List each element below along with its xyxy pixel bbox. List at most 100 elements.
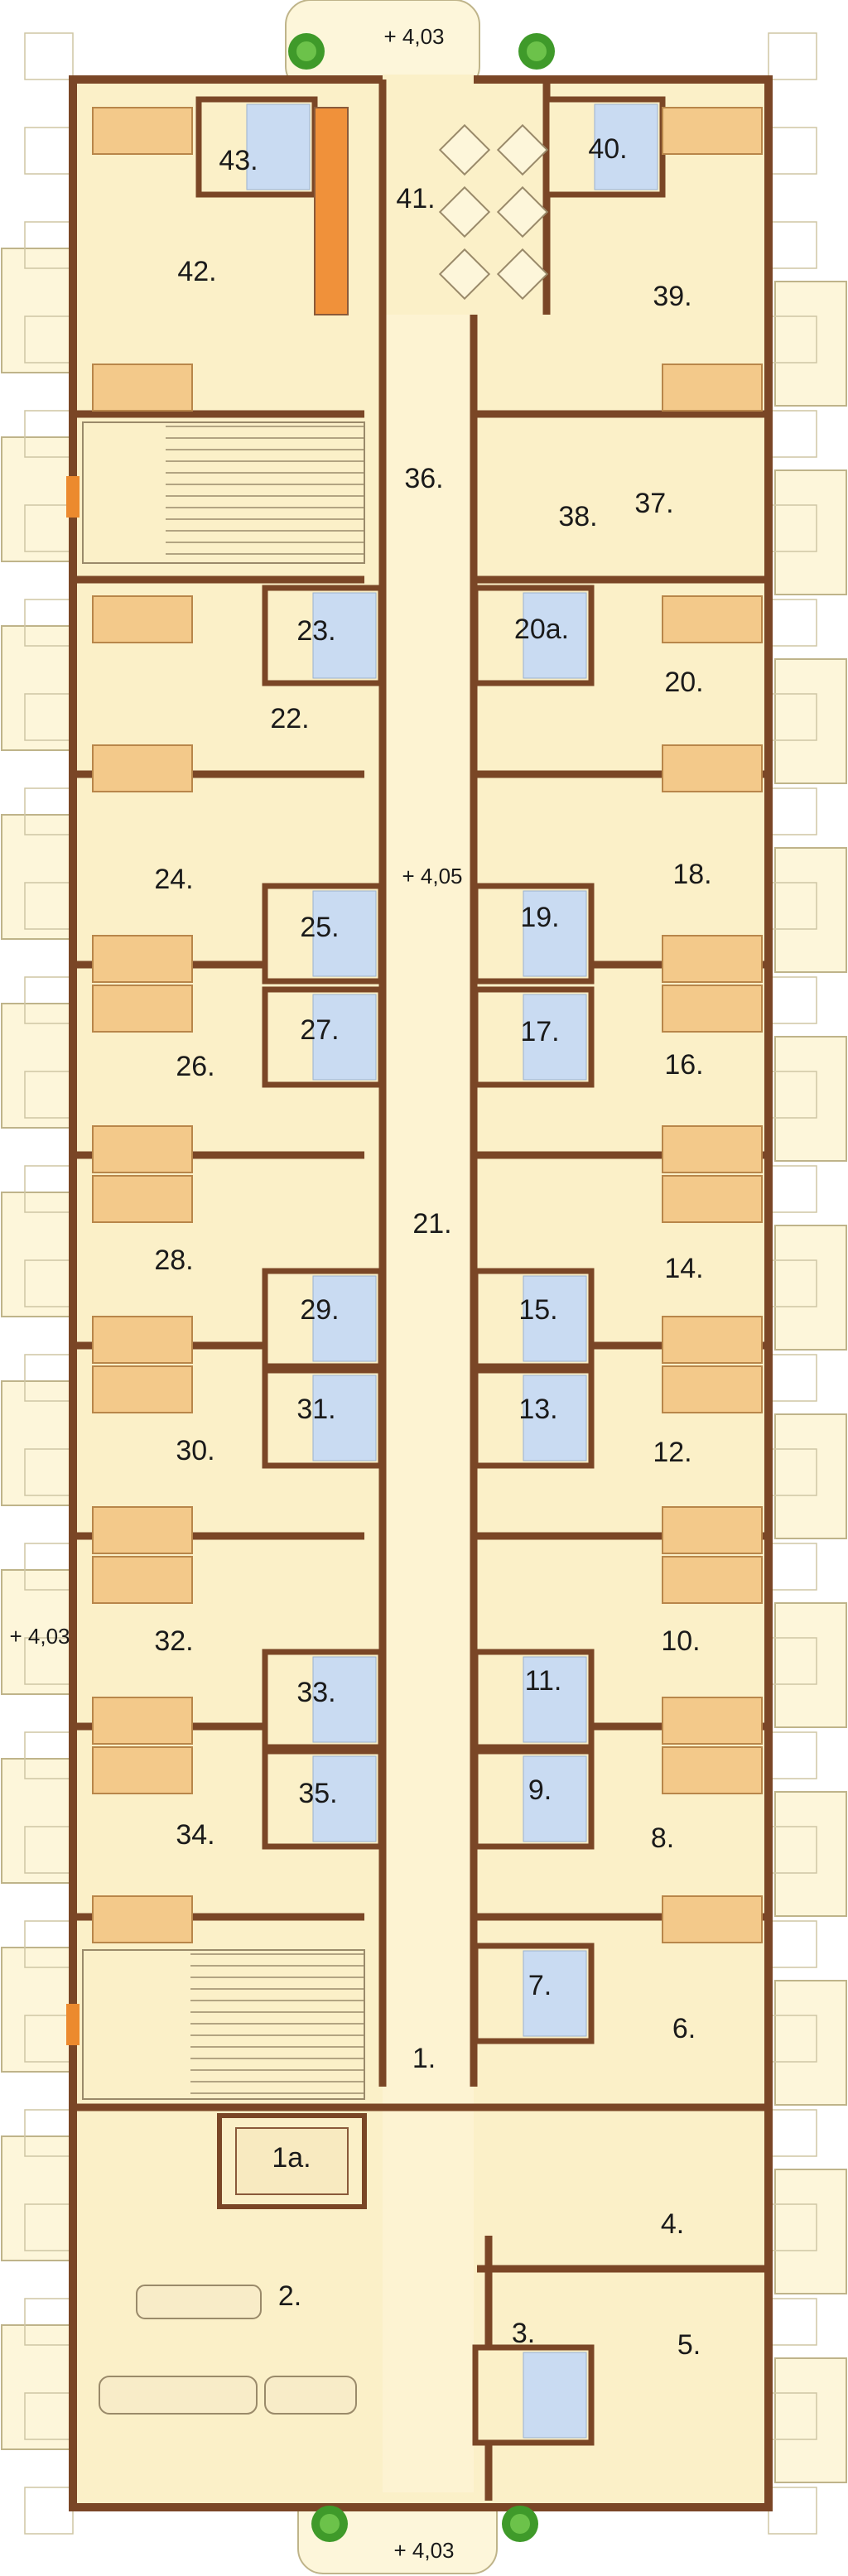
- facade-frame-west: [24, 32, 74, 80]
- level-mark-side: + 4,03: [9, 1624, 70, 1649]
- facade-frame-east: [768, 787, 817, 835]
- balcony-west: [1, 2324, 74, 2450]
- room-20a-label: 20a.: [514, 614, 569, 645]
- bathroom-east-tiles: [523, 1375, 587, 1461]
- elevator-cabin: [235, 2127, 349, 2195]
- bathroom-east-tiles: [523, 1656, 587, 1743]
- stair-window-north: [66, 476, 80, 518]
- balcony-west: [1, 814, 74, 940]
- balcony-east: [774, 1036, 847, 1162]
- room-19-label: 19.: [520, 902, 559, 933]
- facade-frame-east: [768, 976, 817, 1024]
- room-9-label: 9.: [528, 1774, 552, 1806]
- corridor: [383, 315, 474, 2492]
- balcony-west: [1, 1192, 74, 1317]
- room-31-label: 31.: [296, 1394, 335, 1425]
- bed-west: [92, 364, 193, 412]
- facade-frame-east: [768, 2298, 817, 2346]
- balcony-west: [1, 1003, 74, 1129]
- room-35-label: 35.: [298, 1778, 337, 1809]
- facade-frame-east: [768, 32, 817, 80]
- room-14-label: 14.: [664, 1253, 703, 1284]
- dining-table: [438, 248, 491, 301]
- stair-window-south: [66, 2004, 80, 2045]
- stairs-south: [82, 1949, 365, 2100]
- room-36-label: 36.: [404, 463, 443, 494]
- facade-frame-east: [768, 2109, 817, 2157]
- balcony-west: [1, 1947, 74, 2073]
- dining-tables: [438, 123, 549, 301]
- level-mark-top: + 4,03: [383, 24, 444, 49]
- balcony-east: [774, 2169, 847, 2294]
- bathroom-east-tiles: [523, 890, 587, 977]
- room-41-label: 41.: [396, 183, 435, 214]
- lounge-sofas: [99, 2285, 357, 2415]
- room-38-label: 38.: [558, 501, 597, 532]
- trees: [288, 33, 555, 2542]
- bed-east: [662, 107, 763, 155]
- room-23-label: 23.: [296, 615, 335, 647]
- facade-frame-east: [768, 221, 817, 269]
- balcony-east: [774, 1413, 847, 1539]
- room-1-label: 1.: [412, 2043, 436, 2074]
- balcony-west: [1, 1569, 74, 1695]
- room-21-label: 21.: [412, 1208, 451, 1240]
- room-26-label: 26.: [176, 1051, 214, 1082]
- bathroom-west-tiles: [312, 1275, 377, 1362]
- balcony-east: [774, 281, 847, 407]
- room-40-label: 40.: [588, 133, 627, 165]
- facade-frame-east: [768, 599, 817, 647]
- balcony-east: [774, 1980, 847, 2106]
- balcony-west: [1, 248, 74, 373]
- bathroom-40-tiles: [594, 104, 658, 190]
- room-5-label: 5.: [677, 2329, 701, 2361]
- facade-frame-west: [24, 2487, 74, 2535]
- bed-east: [662, 364, 763, 412]
- bed-west: [92, 595, 193, 643]
- balcony-west: [1, 625, 74, 751]
- bathroom-west-tiles: [312, 890, 377, 977]
- room-25-label: 25.: [300, 912, 339, 943]
- dining-table: [496, 123, 549, 176]
- facade-frame-east: [768, 1920, 817, 1968]
- bed-east: [662, 985, 763, 1033]
- room-37-label: 37.: [634, 488, 673, 519]
- bed-west: [92, 1506, 193, 1554]
- bathroom-east-tiles: [523, 1275, 587, 1362]
- room-33-label: 33.: [296, 1677, 335, 1708]
- room-3-label: 3.: [512, 2318, 535, 2349]
- facade-frame-east: [768, 1731, 817, 1779]
- room-15-label: 15.: [518, 1294, 557, 1326]
- room-22-label: 22.: [270, 703, 309, 734]
- bed-east: [662, 1175, 763, 1223]
- bathroom-west-tiles: [312, 592, 377, 679]
- level-mark-corridor: + 4,05: [402, 864, 462, 888]
- bed-west: [92, 744, 193, 792]
- balcony-east: [774, 658, 847, 784]
- bathroom-43-tiles: [246, 104, 311, 190]
- facade-frame-east: [768, 2487, 817, 2535]
- bed-west: [92, 1697, 193, 1745]
- dining-table: [496, 248, 549, 301]
- bed-east: [662, 1746, 763, 1794]
- balcony-east: [774, 1791, 847, 1917]
- bathroom-east-tiles: [523, 592, 587, 679]
- facade-frame-east: [768, 1354, 817, 1402]
- bed-east: [662, 1895, 763, 1943]
- room-27-label: 27.: [300, 1014, 339, 1046]
- room-39-label: 39.: [653, 281, 691, 312]
- room-28-label: 28.: [154, 1245, 193, 1276]
- room-8-label: 8.: [651, 1822, 674, 1854]
- room-32-label: 32.: [154, 1625, 193, 1657]
- room-6-label: 6.: [672, 2013, 696, 2044]
- kitchen-counter: [314, 107, 349, 315]
- bed-west: [92, 107, 193, 155]
- room-11-label: 11.: [525, 1665, 562, 1697]
- facade-frame-east: [768, 410, 817, 458]
- facade-frame-east: [768, 1543, 817, 1591]
- bathroom-east-tiles: [523, 1950, 587, 2037]
- balcony-west: [1, 1758, 74, 1884]
- bathroom-west-tiles: [312, 994, 377, 1081]
- room-13-label: 13.: [518, 1394, 557, 1425]
